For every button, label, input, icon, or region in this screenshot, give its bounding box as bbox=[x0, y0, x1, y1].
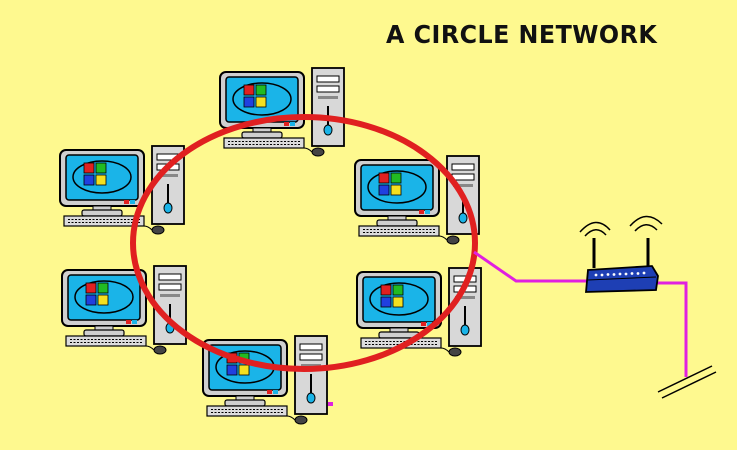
ground-icon bbox=[657, 365, 717, 399]
cable-ring-to-router bbox=[473, 250, 588, 283]
router-icon bbox=[579, 215, 663, 293]
computer-upper-left bbox=[59, 145, 185, 235]
diagram-title: A CIRCLE NETWORK bbox=[386, 20, 658, 49]
computer-lower-right bbox=[356, 267, 482, 357]
cable-router-to-ground bbox=[655, 281, 688, 377]
computer-upper-right bbox=[354, 155, 480, 245]
cable-stub bbox=[328, 402, 333, 406]
computer-bottom bbox=[202, 335, 328, 425]
computer-lower-left bbox=[61, 265, 187, 355]
computer-top bbox=[219, 67, 345, 157]
ring-connection bbox=[130, 114, 478, 372]
